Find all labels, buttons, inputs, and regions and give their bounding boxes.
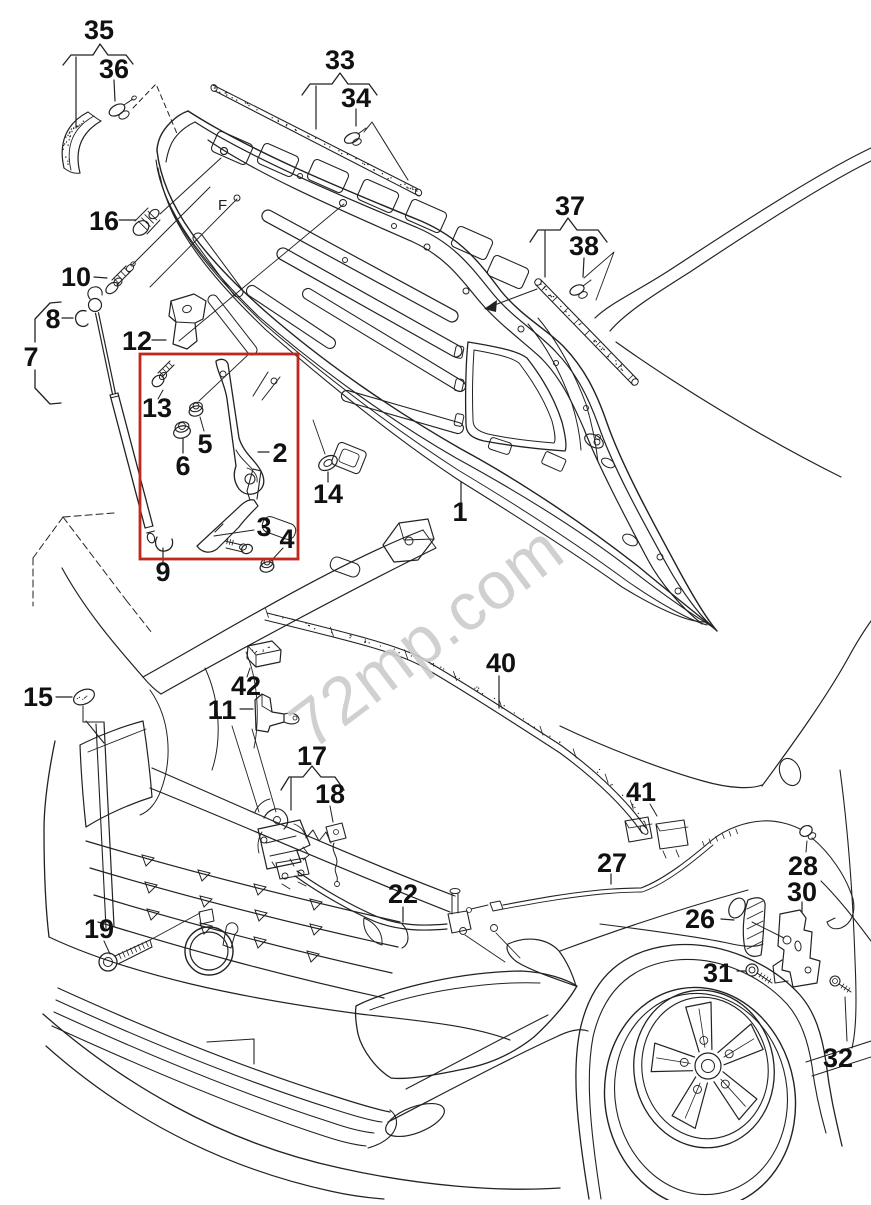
svg-text:42: 42 [231, 671, 261, 701]
svg-text:41: 41 [626, 777, 656, 807]
svg-text:27: 27 [597, 848, 627, 878]
svg-text:38: 38 [569, 231, 599, 261]
svg-text:15: 15 [23, 682, 53, 712]
svg-text:17: 17 [297, 741, 327, 771]
svg-text:1: 1 [452, 497, 467, 527]
svg-text:5: 5 [197, 429, 212, 459]
svg-text:2: 2 [272, 438, 287, 468]
svg-text:28: 28 [788, 851, 818, 881]
svg-text:32: 32 [823, 1043, 853, 1073]
svg-text:26: 26 [685, 904, 715, 934]
svg-text:12: 12 [122, 326, 152, 356]
svg-text:4: 4 [279, 524, 294, 554]
svg-text:34: 34 [341, 83, 371, 113]
svg-text:19: 19 [84, 914, 114, 944]
svg-text:18: 18 [315, 779, 345, 809]
svg-text:14: 14 [313, 479, 343, 509]
svg-text:16: 16 [89, 206, 119, 236]
svg-text:9: 9 [155, 557, 170, 587]
svg-text:35: 35 [84, 15, 114, 45]
svg-text:7: 7 [23, 342, 38, 372]
svg-text:F: F [218, 197, 227, 214]
svg-text:31: 31 [703, 958, 733, 988]
svg-text:37: 37 [555, 191, 585, 221]
svg-text:10: 10 [61, 262, 91, 292]
svg-text:3: 3 [256, 512, 271, 542]
svg-text:36: 36 [99, 54, 129, 84]
svg-text:33: 33 [325, 45, 355, 75]
svg-text:11: 11 [208, 695, 237, 725]
svg-text:22: 22 [388, 879, 418, 909]
svg-text:6: 6 [175, 451, 190, 481]
svg-text:8: 8 [45, 304, 60, 334]
svg-text:40: 40 [486, 648, 516, 678]
svg-text:13: 13 [142, 393, 172, 423]
svg-text:30: 30 [787, 877, 817, 907]
